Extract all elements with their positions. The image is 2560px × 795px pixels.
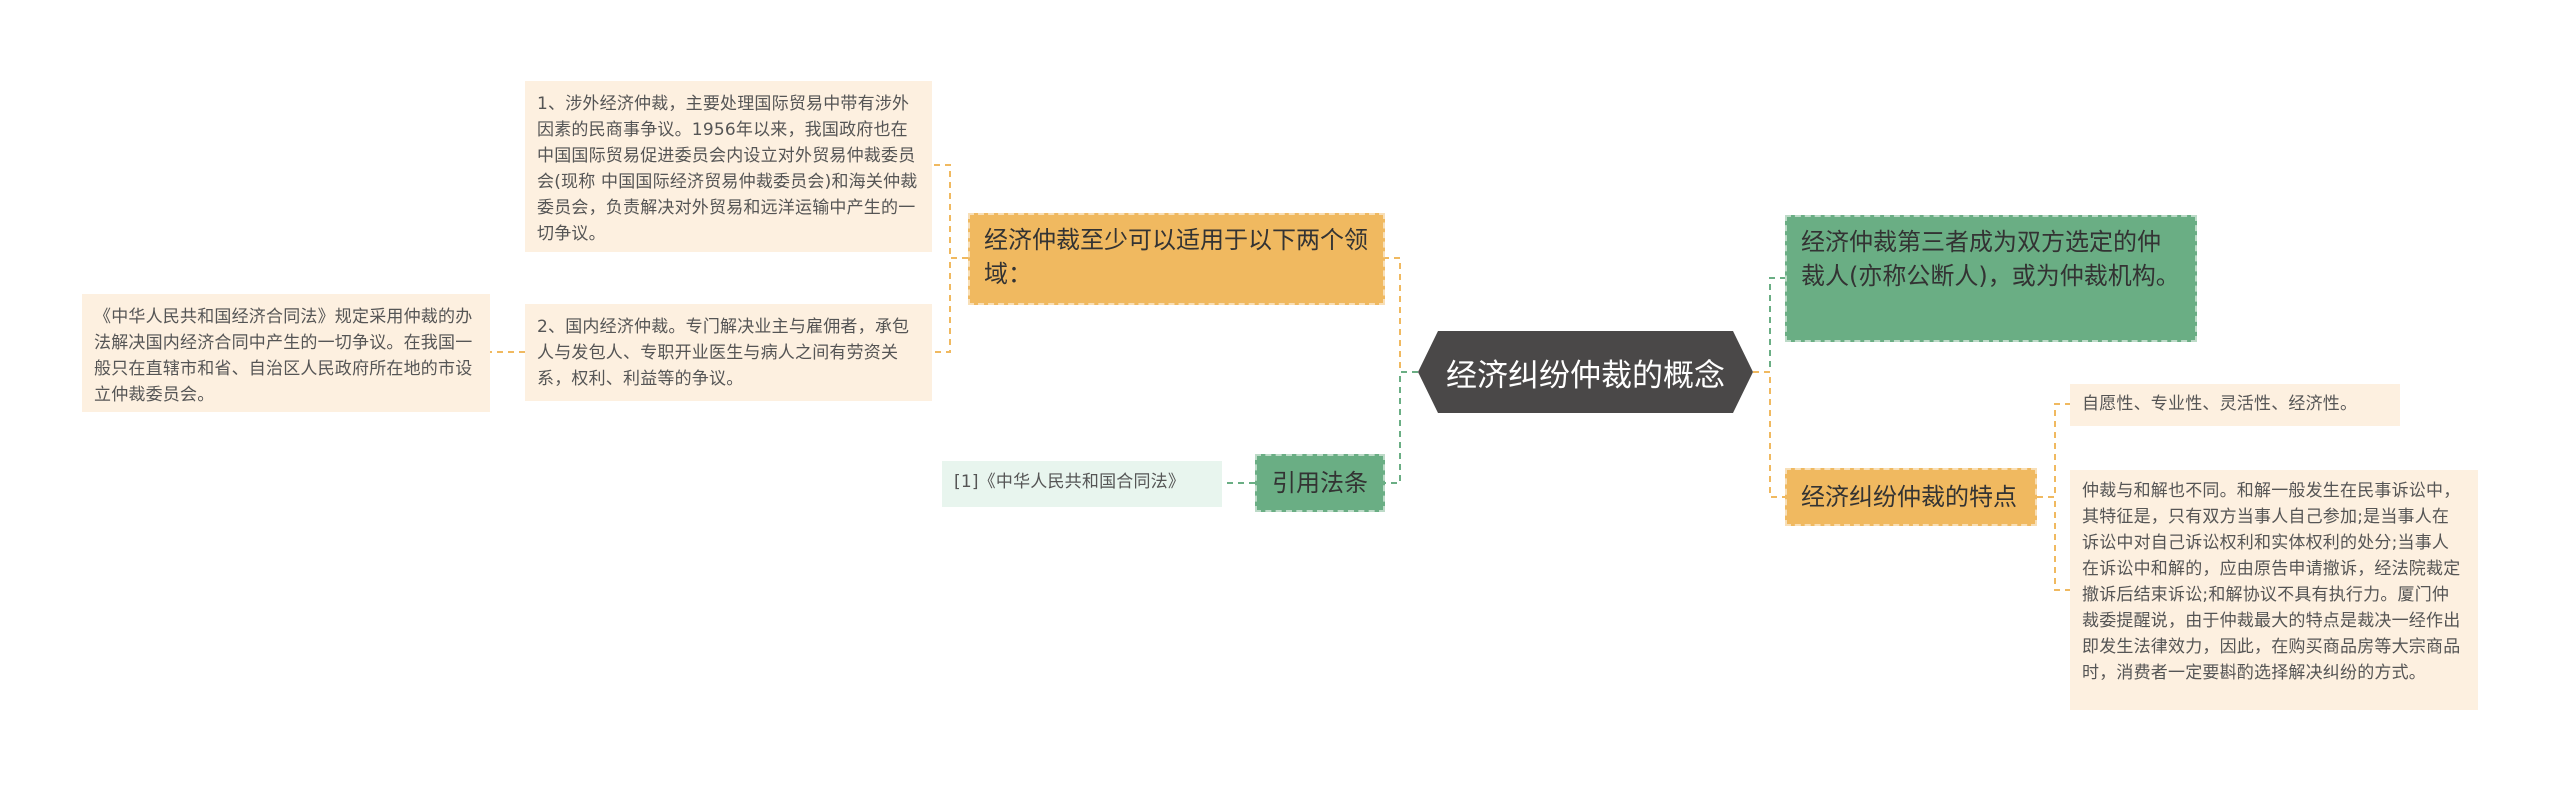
scope-item-domestic[interactable]: 2、国内经济仲裁。专门解决业主与雇佣者，承包人与发包人、专职开业医生与病人之间有… bbox=[525, 304, 932, 401]
connector-features-item-1 bbox=[2037, 403, 2070, 498]
scope-sub-note[interactable]: 《中华人民共和国经济合同法》规定采用仲裁的办法解决国内经济合同中产生的一切争议。… bbox=[82, 294, 490, 412]
scope-sub-note-text: 《中华人民共和国经济合同法》规定采用仲裁的办法解决国内经济合同中产生的一切争议。… bbox=[94, 307, 473, 405]
branch-features[interactable]: 经济纠纷仲裁的特点 bbox=[1785, 468, 2037, 526]
citation-item[interactable]: [1]《中华人民共和国合同法》 bbox=[942, 461, 1222, 507]
root-title: 经济纠纷仲裁的概念 bbox=[1446, 357, 1725, 394]
branch-definition[interactable]: 经济仲裁第三者成为双方选定的仲裁人(亦称公断人)，或为仲裁机构。 bbox=[1785, 215, 2197, 342]
connector-scope-item-2 bbox=[932, 257, 968, 353]
connector-root-citation bbox=[1385, 371, 1418, 484]
branch-scope[interactable]: 经济仲裁至少可以适用于以下两个领域： bbox=[968, 213, 1385, 305]
branch-scope-title: 经济仲裁至少可以适用于以下两个领域： bbox=[984, 226, 1368, 288]
branch-citation-title: 引用法条 bbox=[1272, 469, 1368, 497]
scope-item-foreign-text: 1、涉外经济仲裁，主要处理国际贸易中带有涉外因素的民商事争议。1956年以来，我… bbox=[537, 94, 918, 244]
features-item-traits-text: 自愿性、专业性、灵活性、经济性。 bbox=[2082, 394, 2358, 414]
connector-scope-item-1 bbox=[932, 164, 968, 259]
scope-item-foreign[interactable]: 1、涉外经济仲裁，主要处理国际贸易中带有涉外因素的民商事争议。1956年以来，我… bbox=[525, 81, 932, 252]
features-item-traits[interactable]: 自愿性、专业性、灵活性、经济性。 bbox=[2070, 384, 2400, 426]
scope-item-domestic-text: 2、国内经济仲裁。专门解决业主与雇佣者，承包人与发包人、专职开业医生与病人之间有… bbox=[537, 317, 910, 389]
connector-root-features bbox=[1753, 371, 1785, 498]
features-item-comparison-text: 仲裁与和解也不同。和解一般发生在民事诉讼中，其特征是，只有双方当事人自己参加;是… bbox=[2082, 481, 2461, 683]
connector-features-item-2 bbox=[2037, 496, 2070, 591]
branch-definition-title: 经济仲裁第三者成为双方选定的仲裁人(亦称公断人)，或为仲裁机构。 bbox=[1801, 228, 2180, 290]
citation-item-text: [1]《中华人民共和国合同法》 bbox=[954, 472, 1186, 492]
features-item-comparison[interactable]: 仲裁与和解也不同。和解一般发生在民事诉讼中，其特征是，只有双方当事人自己参加;是… bbox=[2070, 470, 2478, 710]
branch-citation[interactable]: 引用法条 bbox=[1255, 454, 1385, 512]
connector-root-scope bbox=[1385, 257, 1418, 373]
connector-root-definition bbox=[1753, 277, 1785, 373]
branch-features-title: 经济纠纷仲裁的特点 bbox=[1801, 483, 2017, 511]
root-node[interactable]: 经济纠纷仲裁的概念 bbox=[1418, 331, 1753, 413]
